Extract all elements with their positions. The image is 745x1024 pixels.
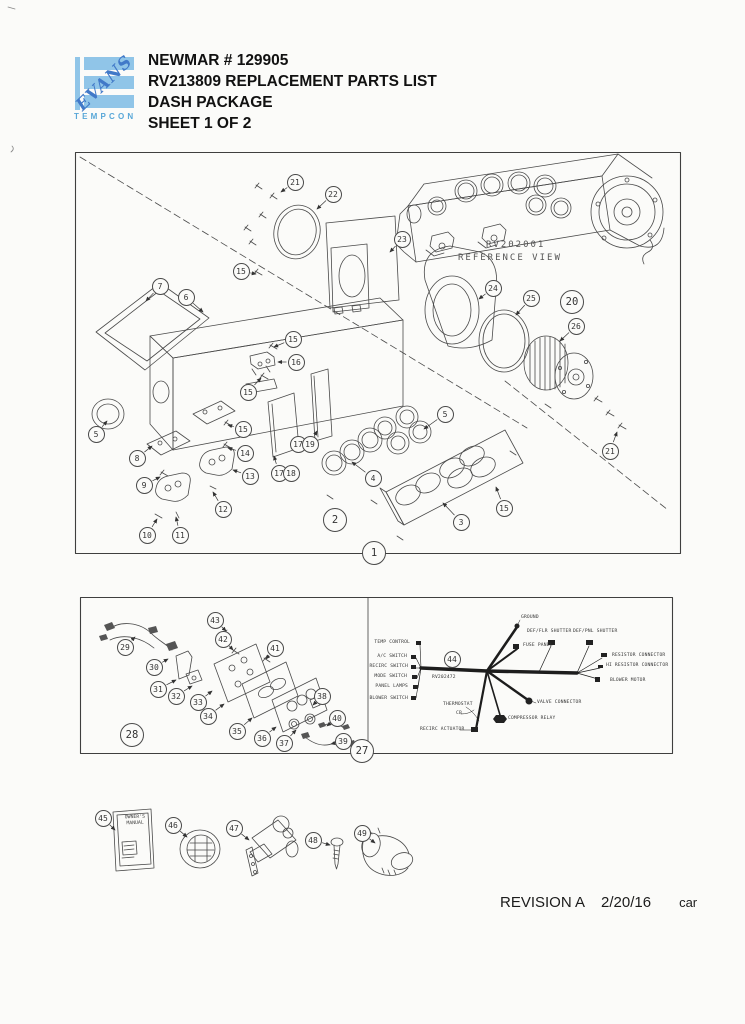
bottom-row-parts bbox=[112, 808, 414, 877]
harness-label: DEF/PNL SHUTTER bbox=[573, 629, 618, 634]
harness-label: A/C SWITCH bbox=[377, 654, 407, 659]
callout-7: 7 bbox=[151, 277, 169, 295]
harness-label: FUSE PANEL bbox=[523, 643, 553, 648]
reference-part-number: RV202001 bbox=[486, 240, 546, 250]
logo-bar-vertical bbox=[75, 57, 80, 110]
callout-9: 9 bbox=[135, 476, 153, 494]
harness-label: CB bbox=[456, 711, 462, 716]
callout-40: 40 bbox=[328, 709, 346, 727]
callout-19: 19 bbox=[301, 435, 319, 453]
harness-label: BLOWER SWITCH bbox=[369, 696, 408, 701]
exploded-parts bbox=[91, 182, 627, 541]
callout-15: 15 bbox=[284, 330, 302, 348]
revision-initials: car bbox=[679, 895, 698, 910]
callout-35: 35 bbox=[228, 722, 246, 740]
callout-11: 11 bbox=[171, 526, 189, 544]
callout-30: 30 bbox=[145, 658, 163, 676]
callout-31: 31 bbox=[149, 680, 167, 698]
title-line-1: NEWMAR # 129905 bbox=[148, 52, 289, 69]
harness-label: RECIRC SWITCH bbox=[369, 664, 408, 669]
logo-bar-bottom bbox=[84, 95, 134, 108]
callout-27: 27 bbox=[350, 739, 374, 763]
callout-15: 15 bbox=[232, 262, 250, 280]
callout-43: 43 bbox=[206, 611, 224, 629]
harness-label: RESISTOR CONNECTOR bbox=[612, 653, 666, 658]
logo-bar-mid bbox=[84, 76, 134, 89]
main-diagram-border bbox=[74, 151, 682, 555]
logo-bar-top bbox=[84, 57, 134, 70]
callout-28: 28 bbox=[120, 723, 144, 747]
title-line-2: RV213809 REPLACEMENT PARTS LIST bbox=[148, 73, 437, 90]
harness-label: VALVE CONNECTOR bbox=[537, 700, 582, 705]
harness-label: RV202472 bbox=[432, 675, 456, 680]
callout-26: 26 bbox=[567, 317, 585, 335]
callout-21: 21 bbox=[286, 173, 304, 191]
harness-label: PANEL LAMPS bbox=[375, 684, 408, 689]
revision-block: REVISION A 2/20/16 car bbox=[500, 894, 697, 911]
callout-49: 49 bbox=[353, 824, 371, 842]
callout-21: 21 bbox=[601, 442, 619, 460]
callout-37: 37 bbox=[275, 734, 293, 752]
harness-label: COMPRESSOR RELAY bbox=[508, 716, 556, 721]
callout-45: 45 bbox=[94, 809, 112, 827]
harness-label: BLOWER MOTOR bbox=[610, 678, 646, 683]
callout-15: 15 bbox=[495, 499, 513, 517]
harness-label: MODE SWITCH bbox=[374, 674, 407, 679]
callout-3: 3 bbox=[452, 513, 470, 531]
harness-label: RECIRC ACTUATOR bbox=[420, 727, 465, 732]
title-line-4: SHEET 1 OF 2 bbox=[148, 115, 252, 132]
callout-36: 36 bbox=[253, 729, 271, 747]
callout-4: 4 bbox=[364, 469, 382, 487]
callout-12: 12 bbox=[214, 500, 232, 518]
reference-view-label: REFERENCE VIEW bbox=[458, 253, 562, 263]
callout-32: 32 bbox=[167, 687, 185, 705]
callout-15: 15 bbox=[239, 383, 257, 401]
callout-41: 41 bbox=[266, 639, 284, 657]
callout-25: 25 bbox=[522, 289, 540, 307]
callout-20: 20 bbox=[560, 290, 584, 314]
callout-14: 14 bbox=[236, 444, 254, 462]
callout-13: 13 bbox=[241, 467, 259, 485]
callout-5: 5 bbox=[87, 425, 105, 443]
callout-1: 1 bbox=[362, 541, 386, 565]
owners-manual-label: OWNER'S MANUAL bbox=[124, 814, 146, 827]
callout-34: 34 bbox=[199, 707, 217, 725]
harness-label: THERMOSTAT bbox=[443, 702, 473, 707]
callout-48: 48 bbox=[304, 831, 322, 849]
callout-39: 39 bbox=[334, 732, 352, 750]
callout-6: 6 bbox=[177, 288, 195, 306]
callout-24: 24 bbox=[484, 279, 502, 297]
callout-2: 2 bbox=[323, 508, 347, 532]
callout-22: 22 bbox=[324, 185, 342, 203]
document-title-block: NEWMAR # 129905 RV213809 REPLACEMENT PAR… bbox=[148, 50, 437, 134]
callout-8: 8 bbox=[128, 449, 146, 467]
callout-47: 47 bbox=[225, 819, 243, 837]
harness-label: GROUND bbox=[521, 615, 539, 620]
callout-18: 18 bbox=[282, 464, 300, 482]
callout-23: 23 bbox=[393, 230, 411, 248]
title-line-3: DASH PACKAGE bbox=[148, 94, 273, 111]
callout-42: 42 bbox=[214, 630, 232, 648]
callout-5: 5 bbox=[436, 405, 454, 423]
callout-10: 10 bbox=[138, 526, 156, 544]
revision-date: 2/20/16 bbox=[601, 894, 652, 911]
callout-29: 29 bbox=[116, 638, 134, 656]
harness-label: HI RESISTOR CONNECTOR bbox=[606, 663, 669, 668]
harness-label: DEF/FLR SHUTTER bbox=[527, 629, 572, 634]
callout-16: 16 bbox=[287, 353, 305, 371]
revision-label: REVISION A bbox=[500, 894, 586, 911]
callout-46: 46 bbox=[164, 816, 182, 834]
callout-15: 15 bbox=[234, 420, 252, 438]
callout-38: 38 bbox=[313, 687, 331, 705]
logo-text-tempcon: TEMPCON bbox=[74, 112, 137, 121]
harness-label: TEMP CONTROL bbox=[374, 640, 410, 645]
callout-44: 44 bbox=[443, 650, 461, 668]
